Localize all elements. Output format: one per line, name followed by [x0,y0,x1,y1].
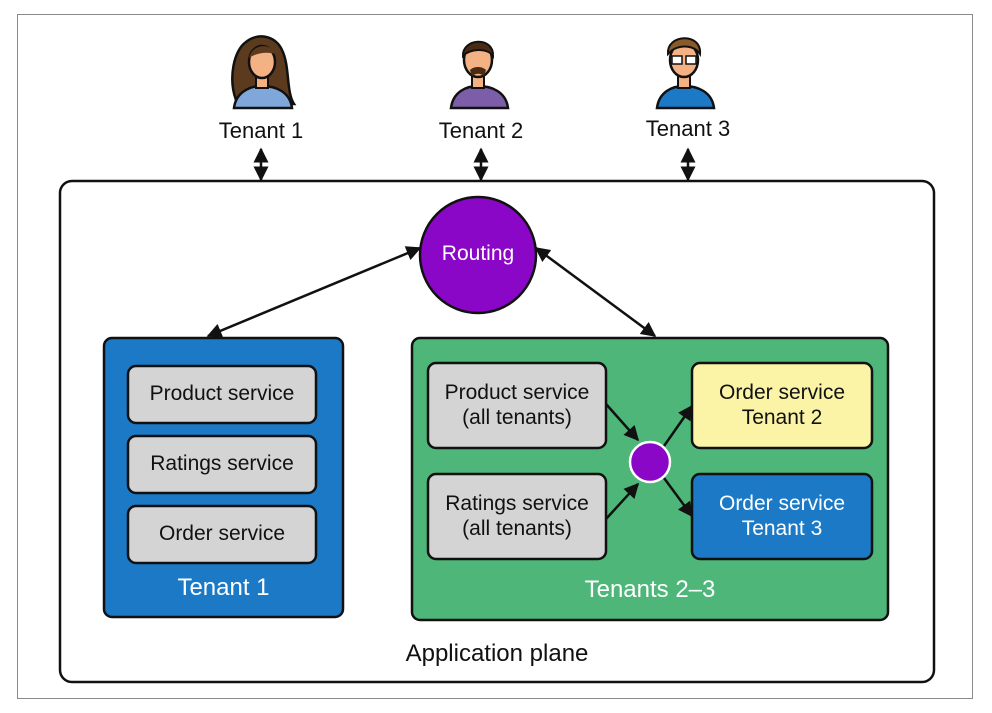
tenant3-order-service-line1: Order service [718,491,846,515]
tenant-2-avatar-icon [449,40,510,110]
router-to-tenant3-arrow [662,477,694,518]
tenant1-order-service-label: Order service [158,522,286,546]
shared-product-service-line2: (all tenants) [462,405,572,429]
shared-product-service-line1: Product service [444,380,590,404]
tenant2-order-service-label: Order service Tenant 2 [692,363,872,448]
tenant1-product-service-label: Product service [149,382,295,406]
routing-to-tenant1-arrow [206,246,422,338]
shared-ratings-service-line1: Ratings service [445,491,589,515]
shared-ratings-service-box [426,472,608,561]
figure-frame [17,14,973,699]
tenant1-ratings-service-label: Ratings service [150,452,294,476]
tenant-2-label: Tenant 2 [438,118,524,143]
tenant1-block-title: Tenant 1 [177,574,270,601]
application-plane-label: Application plane [405,640,589,667]
tenant2-order-service-line2: Tenant 2 [741,405,823,429]
tenant1-product-service-box [126,364,318,425]
product-to-router-arrow [605,403,639,442]
tenant3-order-service-line2: Tenant 3 [741,516,823,540]
tenant-1-avatar-icon [231,35,297,110]
ratings-to-router-arrow [605,482,640,520]
routing-to-tenants23-arrow [534,246,657,338]
shared-ratings-service-label: Ratings service (all tenants) [428,474,606,559]
tenant-3-avatar-icon [655,37,716,110]
shared-product-service-label: Product service (all tenants) [428,363,606,448]
tenant-3-label: Tenant 3 [645,116,731,141]
tenant2-order-service-line1: Order service [718,380,846,404]
tenant1-ratings-service-box [126,434,318,495]
tenant1-order-service-box [126,504,318,565]
tenant-1-label: Tenant 1 [218,118,304,143]
routing-label: Routing [441,242,515,265]
tenant-router-node [628,440,672,484]
tenants23-block-title: Tenants 2–3 [584,576,716,603]
tenant3-order-service-label: Order service Tenant 3 [692,474,872,559]
router-to-tenant2-arrow [662,404,694,447]
shared-ratings-service-line2: (all tenants) [462,516,572,540]
